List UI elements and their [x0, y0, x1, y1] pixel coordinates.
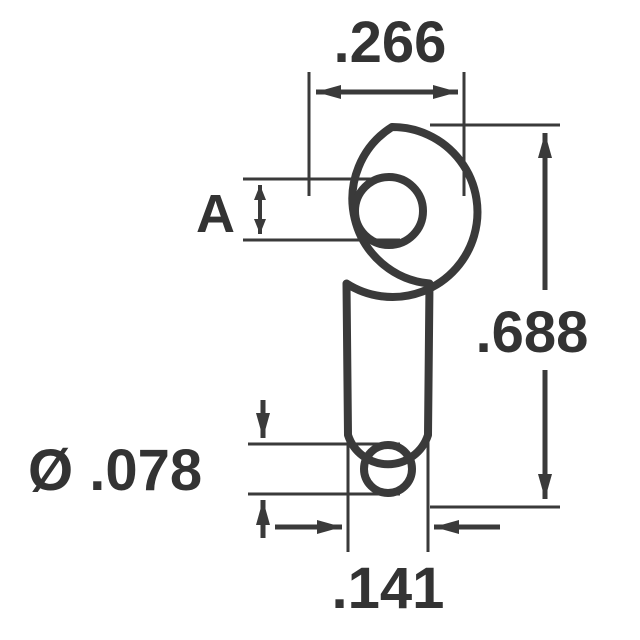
dimension-label-266: .266 [334, 10, 447, 75]
dimension-label-A: A [196, 184, 235, 244]
bottom-hole-circle [360, 441, 416, 497]
top-hole-circle [351, 173, 427, 249]
dimension-label-078: Ø .078 [28, 438, 202, 503]
extension-lines [243, 72, 560, 552]
dimension-label-141: .141 [332, 556, 445, 621]
part-outline [342, 122, 482, 497]
dimension-label-688: .688 [476, 300, 589, 365]
